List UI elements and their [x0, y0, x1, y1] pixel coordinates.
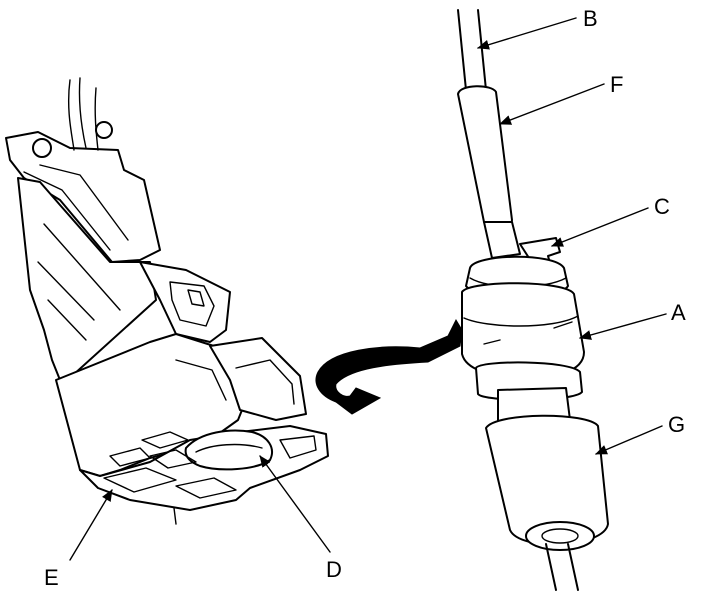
- callout-e: E: [44, 565, 59, 590]
- bracket-assembly: [5, 77, 329, 525]
- cable-assembly: [457, 9, 609, 591]
- callout-b: B: [583, 6, 598, 31]
- callout-g: G: [668, 412, 685, 437]
- callout-f: F: [610, 72, 623, 97]
- callout-a: A: [671, 300, 686, 325]
- callout-d: D: [326, 557, 342, 582]
- leader-lines: [69, 17, 667, 561]
- rotation-arrow: [315, 318, 463, 415]
- callout-c: C: [654, 194, 670, 219]
